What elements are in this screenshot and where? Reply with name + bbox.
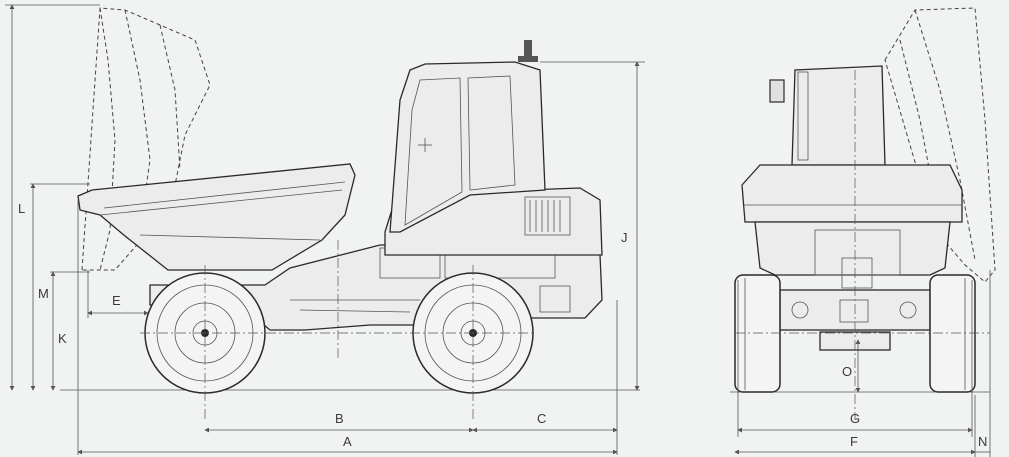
dim-label-l: L xyxy=(18,201,25,216)
rear-chassis xyxy=(754,221,951,276)
rear-view: O G F N xyxy=(730,7,996,457)
dim-label-m: M xyxy=(38,286,49,301)
mirror-icon xyxy=(769,79,785,103)
dim-label-g: G xyxy=(850,411,860,426)
skip-body xyxy=(77,163,356,271)
beacon-icon xyxy=(524,40,532,58)
rear-cab xyxy=(791,65,886,166)
dim-label-e: E xyxy=(112,293,121,308)
rear-view-right-wheel xyxy=(929,274,976,393)
dim-label-n: N xyxy=(978,434,987,449)
cab xyxy=(389,61,546,233)
dim-label-k: K xyxy=(58,331,67,346)
rear-view-left-wheel xyxy=(734,274,781,393)
dim-label-a: A xyxy=(343,434,352,449)
dim-label-j: J xyxy=(621,230,628,245)
side-view: L M K E J B C A xyxy=(5,4,645,455)
dim-label-b: B xyxy=(335,411,344,426)
dim-label-o: O xyxy=(842,364,852,379)
rear-raised-skip-outline xyxy=(884,7,996,283)
dim-label-f: F xyxy=(850,434,858,449)
dim-label-c: C xyxy=(537,411,546,426)
rear-skip xyxy=(741,164,963,223)
